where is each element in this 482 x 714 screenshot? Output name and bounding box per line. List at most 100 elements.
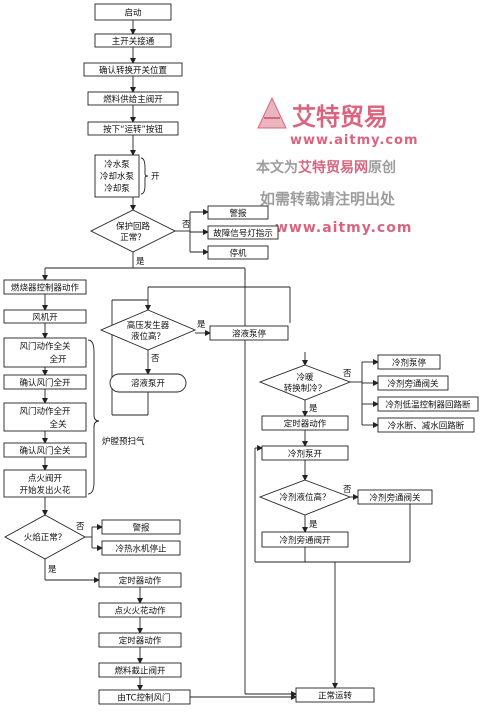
- node-shutdown-label: 停机: [229, 248, 247, 259]
- node-low-temp-ctrl-off-label: 冷剂低温控制器回路断: [385, 400, 471, 411]
- decision-protect-line-1: 保护回路: [116, 221, 151, 232]
- watermark-url-1: www.aitmy.com: [290, 133, 419, 148]
- decision-flame: 火焰正常？: [4, 514, 86, 560]
- node-refrig-pump-on: 冷剂泵开: [261, 445, 349, 461]
- node-fan-on: 风机开: [3, 309, 87, 324]
- node-bypass-close-label: 冷剂旁通阀关: [387, 379, 439, 390]
- node-bypass-close: 冷剂旁通阀关: [377, 375, 449, 391]
- watermark-url-2: www.aitmy.com: [275, 220, 412, 236]
- label-hp-yes: 是: [197, 320, 206, 330]
- node-low-temp-ctrl-off: 冷剂低温控制器回路断: [377, 396, 479, 412]
- node-timer-1: 定时器动作: [98, 572, 182, 588]
- watermark-brand: 艾特贸易: [292, 103, 388, 131]
- node-solution-pump-stop-label: 溶液泵停: [232, 329, 267, 340]
- node-shutdown: 停机: [207, 245, 269, 260]
- node-damper-full-close-line-2: 全关: [49, 419, 67, 430]
- node-fuel-cut: 燃料截止阀开: [98, 662, 182, 678]
- decision-hp-generator-line-1: 高压发生器: [127, 320, 170, 331]
- node-ignite-spark-label: 点火火花动作: [114, 606, 166, 617]
- node-ignite-line-1: 点火阀开: [28, 474, 63, 484]
- node-pumps: 冷水泵 冷却水泵 冷却泵 开: [94, 154, 160, 198]
- decision-hp-generator: 高压发生器 液位高？: [99, 309, 197, 351]
- node-start-label: 启动: [124, 8, 142, 19]
- node-cw-low-off: 冷水断、减水回路断: [377, 417, 475, 433]
- node-start: 启动: [94, 3, 172, 21]
- node-chiller-stop: 冷热水机停止: [101, 540, 181, 556]
- label-hp-no: 否: [151, 354, 160, 364]
- node-confirm-damper-close: 确认风门全关: [3, 442, 87, 458]
- node-bypass-open-label: 冷剂旁通阀开: [279, 535, 331, 546]
- node-fan-on-label: 风机开: [32, 312, 58, 323]
- node-damper-full-open-line-1: 风门动作全关: [19, 341, 71, 352]
- node-chiller-stop-label: 冷热水机停止: [115, 544, 167, 555]
- node-pumps-line-2: 冷却水泵: [100, 171, 135, 182]
- node-confirm-switch: 确认转换开关位置: [83, 62, 183, 77]
- decision-flame-label: 火焰正常？: [24, 532, 67, 543]
- node-main-switch-label: 主开关接通: [112, 36, 155, 47]
- node-pumps-line-3: 冷却泵: [104, 183, 130, 194]
- node-cw-low-off-label: 冷水断、减水回路断: [388, 421, 465, 432]
- decision-heat-cool: 冷暖 转换制冷？: [258, 364, 352, 401]
- node-burner-action-label: 燃烧器控制器动作: [11, 283, 80, 294]
- node-damper-full-open: 风门动作全关 全开: [3, 337, 87, 368]
- node-press-run: 按下“运转”按钮: [87, 121, 179, 136]
- node-pumps-on: 开: [151, 172, 160, 182]
- node-timer-1-label: 定时器动作: [119, 576, 162, 587]
- node-solution-pump-on-label: 溶液泵开: [131, 378, 166, 389]
- node-normal-run-label: 正常运转: [318, 691, 353, 702]
- node-burner-action: 燃烧器控制器动作: [3, 279, 87, 295]
- decision-protect-line-2: 正常？: [120, 232, 146, 243]
- watermark-line-1: 本文为艾特贸易网原创: [256, 159, 396, 176]
- node-ignite-line-2: 开始发出火花: [19, 485, 71, 496]
- node-press-run-label: 按下“运转”按钮: [103, 124, 163, 135]
- node-alarm-label: 警报: [229, 208, 247, 219]
- node-damper-full-open-line-2: 全开: [49, 354, 67, 365]
- label-refrig-level-yes: 是: [309, 520, 318, 530]
- node-alarm-2: 警报: [101, 519, 181, 535]
- node-damper-full-close: 风门动作全开 全关: [3, 402, 87, 432]
- decision-hp-generator-line-2: 液位高？: [131, 331, 165, 342]
- node-fault-signal-label: 故障信号灯指示: [213, 228, 273, 239]
- decision-heat-cool-line-1: 冷暖: [296, 372, 314, 383]
- label-heat-cool-no: 否: [343, 369, 352, 379]
- label-prepurge: 炉膛预扫气: [102, 436, 145, 447]
- label-protect-yes: 是: [136, 257, 145, 267]
- node-damper-full-close-line-1: 风门动作全开: [19, 406, 71, 417]
- node-fuel-cut-label: 燃料截止阀开: [114, 666, 166, 677]
- node-timer-3: 定时器动作: [261, 415, 349, 431]
- node-confirm-damper-open: 确认风门全开: [3, 374, 87, 390]
- watermark-line-2: 如需转载请注明出处: [260, 190, 396, 208]
- label-refrig-level-no: 否: [343, 485, 352, 495]
- node-alarm: 警报: [207, 205, 269, 220]
- node-solution-pump-stop: 溶液泵停: [209, 325, 289, 341]
- node-refrig-pump-on-label: 冷剂泵开: [288, 449, 323, 460]
- node-confirm-damper-open-label: 确认风门全开: [19, 378, 71, 389]
- node-refrig-pump-stop-label: 冷剂泵停: [392, 358, 427, 369]
- connectors: [42, 20, 411, 700]
- node-ignite: 点火阀开 开始发出火花: [3, 469, 87, 498]
- node-solution-pump-on: 溶液泵开: [109, 373, 187, 393]
- node-bypass-close-2-label: 冷剂旁通阀关: [369, 493, 421, 504]
- node-timer-2-label: 定时器动作: [119, 636, 162, 647]
- label-flame-yes: 是: [48, 565, 57, 575]
- node-bypass-close-2: 冷剂旁通阀关: [357, 489, 433, 505]
- decision-heat-cool-line-2: 转换制冷？: [284, 383, 327, 394]
- node-main-switch: 主开关接通: [94, 33, 172, 48]
- label-protect-no: 否: [182, 220, 191, 230]
- watermark: 艾特贸易 www.aitmy.com 本文为艾特贸易网原创 如需转载请注明出处 …: [256, 96, 419, 236]
- decision-refrig-level: 冷剂液位高？: [258, 479, 352, 516]
- node-confirm-switch-label: 确认转换开关位置: [99, 65, 168, 76]
- node-fuel-valve-label: 燃料供给主阀开: [103, 94, 163, 105]
- node-confirm-damper-close-label: 确认风门全关: [19, 446, 71, 457]
- node-fault-signal: 故障信号灯指示: [207, 225, 279, 240]
- decision-protect: 保护回路 正常？: [89, 209, 177, 253]
- node-pumps-line-1: 冷水泵: [104, 159, 130, 170]
- node-tc-damper: 由TC控制风门: [98, 689, 191, 705]
- node-tc-damper-label: 由TC控制风门: [117, 693, 170, 704]
- watermark-logo-icon: [257, 96, 287, 129]
- node-refrig-pump-stop: 冷剂泵停: [377, 354, 441, 370]
- node-timer-2: 定时器动作: [98, 632, 182, 648]
- node-normal-run: 正常运转: [295, 687, 375, 703]
- node-ignite-spark: 点火火花动作: [98, 602, 182, 618]
